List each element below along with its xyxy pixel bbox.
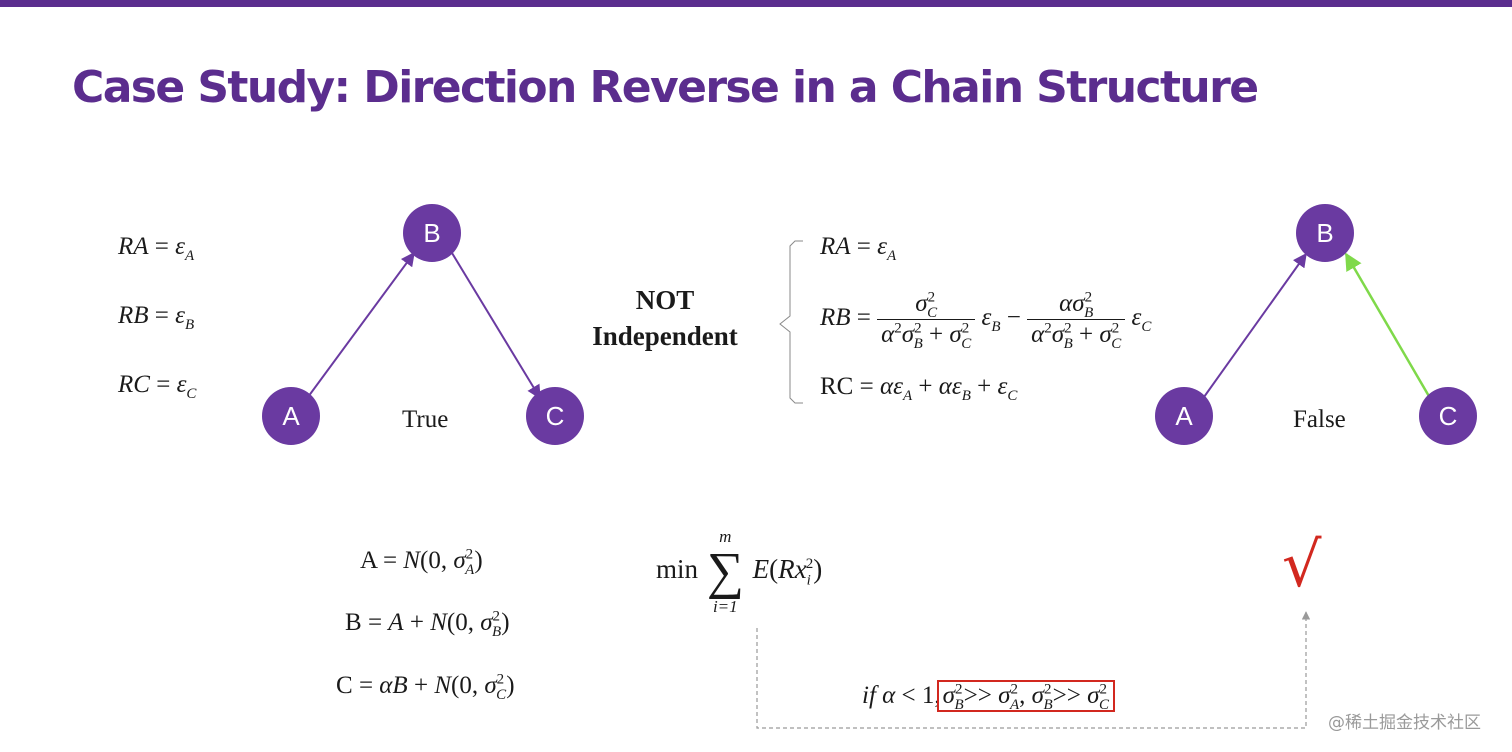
not-independent-label: NOT Independent — [592, 285, 738, 351]
mid-eq-rc: RC = αεA + αεB + εC — [820, 373, 1018, 404]
top-accent-bar — [0, 0, 1512, 7]
slide-title: Case Study: Direction Reverse in a Chain… — [72, 62, 1259, 113]
mid-eq-ra: RA = εA — [820, 233, 897, 264]
right-edge-a-to-b — [1203, 252, 1307, 398]
dashed-feedback-arrow — [756, 611, 1311, 729]
left-edge-a-to-b — [307, 251, 415, 398]
left-caption: True — [402, 406, 449, 433]
check-mark: √ — [1282, 528, 1322, 601]
rb-fraction-1: σ2C α2σ2B + σ2C — [877, 290, 976, 352]
gen-eq-c: C = αB + N(0, σ2C) — [336, 671, 515, 703]
gen-eq-a: A = N(0, σ2A) — [360, 546, 483, 578]
right-node-b: B — [1296, 204, 1354, 262]
watermark: @稀土掘金技术社区 — [1328, 713, 1481, 733]
left-node-b: B — [403, 204, 461, 262]
objective-expression: min m ∑ i=1 E(Rxi2) — [656, 527, 823, 616]
summation-operator: m ∑ i=1 — [706, 527, 744, 616]
left-edge-b-to-c — [451, 252, 541, 400]
rb-fraction-2: ασ2B α2σ2B + σ2C — [1027, 290, 1126, 352]
eq-rc: RC = εC — [118, 371, 197, 402]
right-caption: False — [1293, 406, 1346, 433]
left-node-c: C — [526, 387, 584, 445]
right-node-a: A — [1155, 387, 1213, 445]
left-node-a: A — [262, 387, 320, 445]
right-edge-c-to-b — [1344, 252, 1432, 399]
brace — [779, 240, 803, 404]
eq-rb: RB = εB — [118, 302, 195, 333]
mid-eq-rb: RB = σ2C α2σ2B + σ2C εB − ασ2B α2σ2B + σ… — [820, 289, 1152, 352]
gen-eq-b: B = A + N(0, σ2B) — [345, 608, 510, 640]
condition-expression: if α < 1,σ2B>> σ2A, σ2B>> σ2C — [862, 680, 1115, 713]
eq-ra: RA = εA — [118, 233, 195, 264]
right-node-c: C — [1419, 387, 1477, 445]
condition-highlight-box: σ2B>> σ2A, σ2B>> σ2C — [936, 680, 1115, 713]
